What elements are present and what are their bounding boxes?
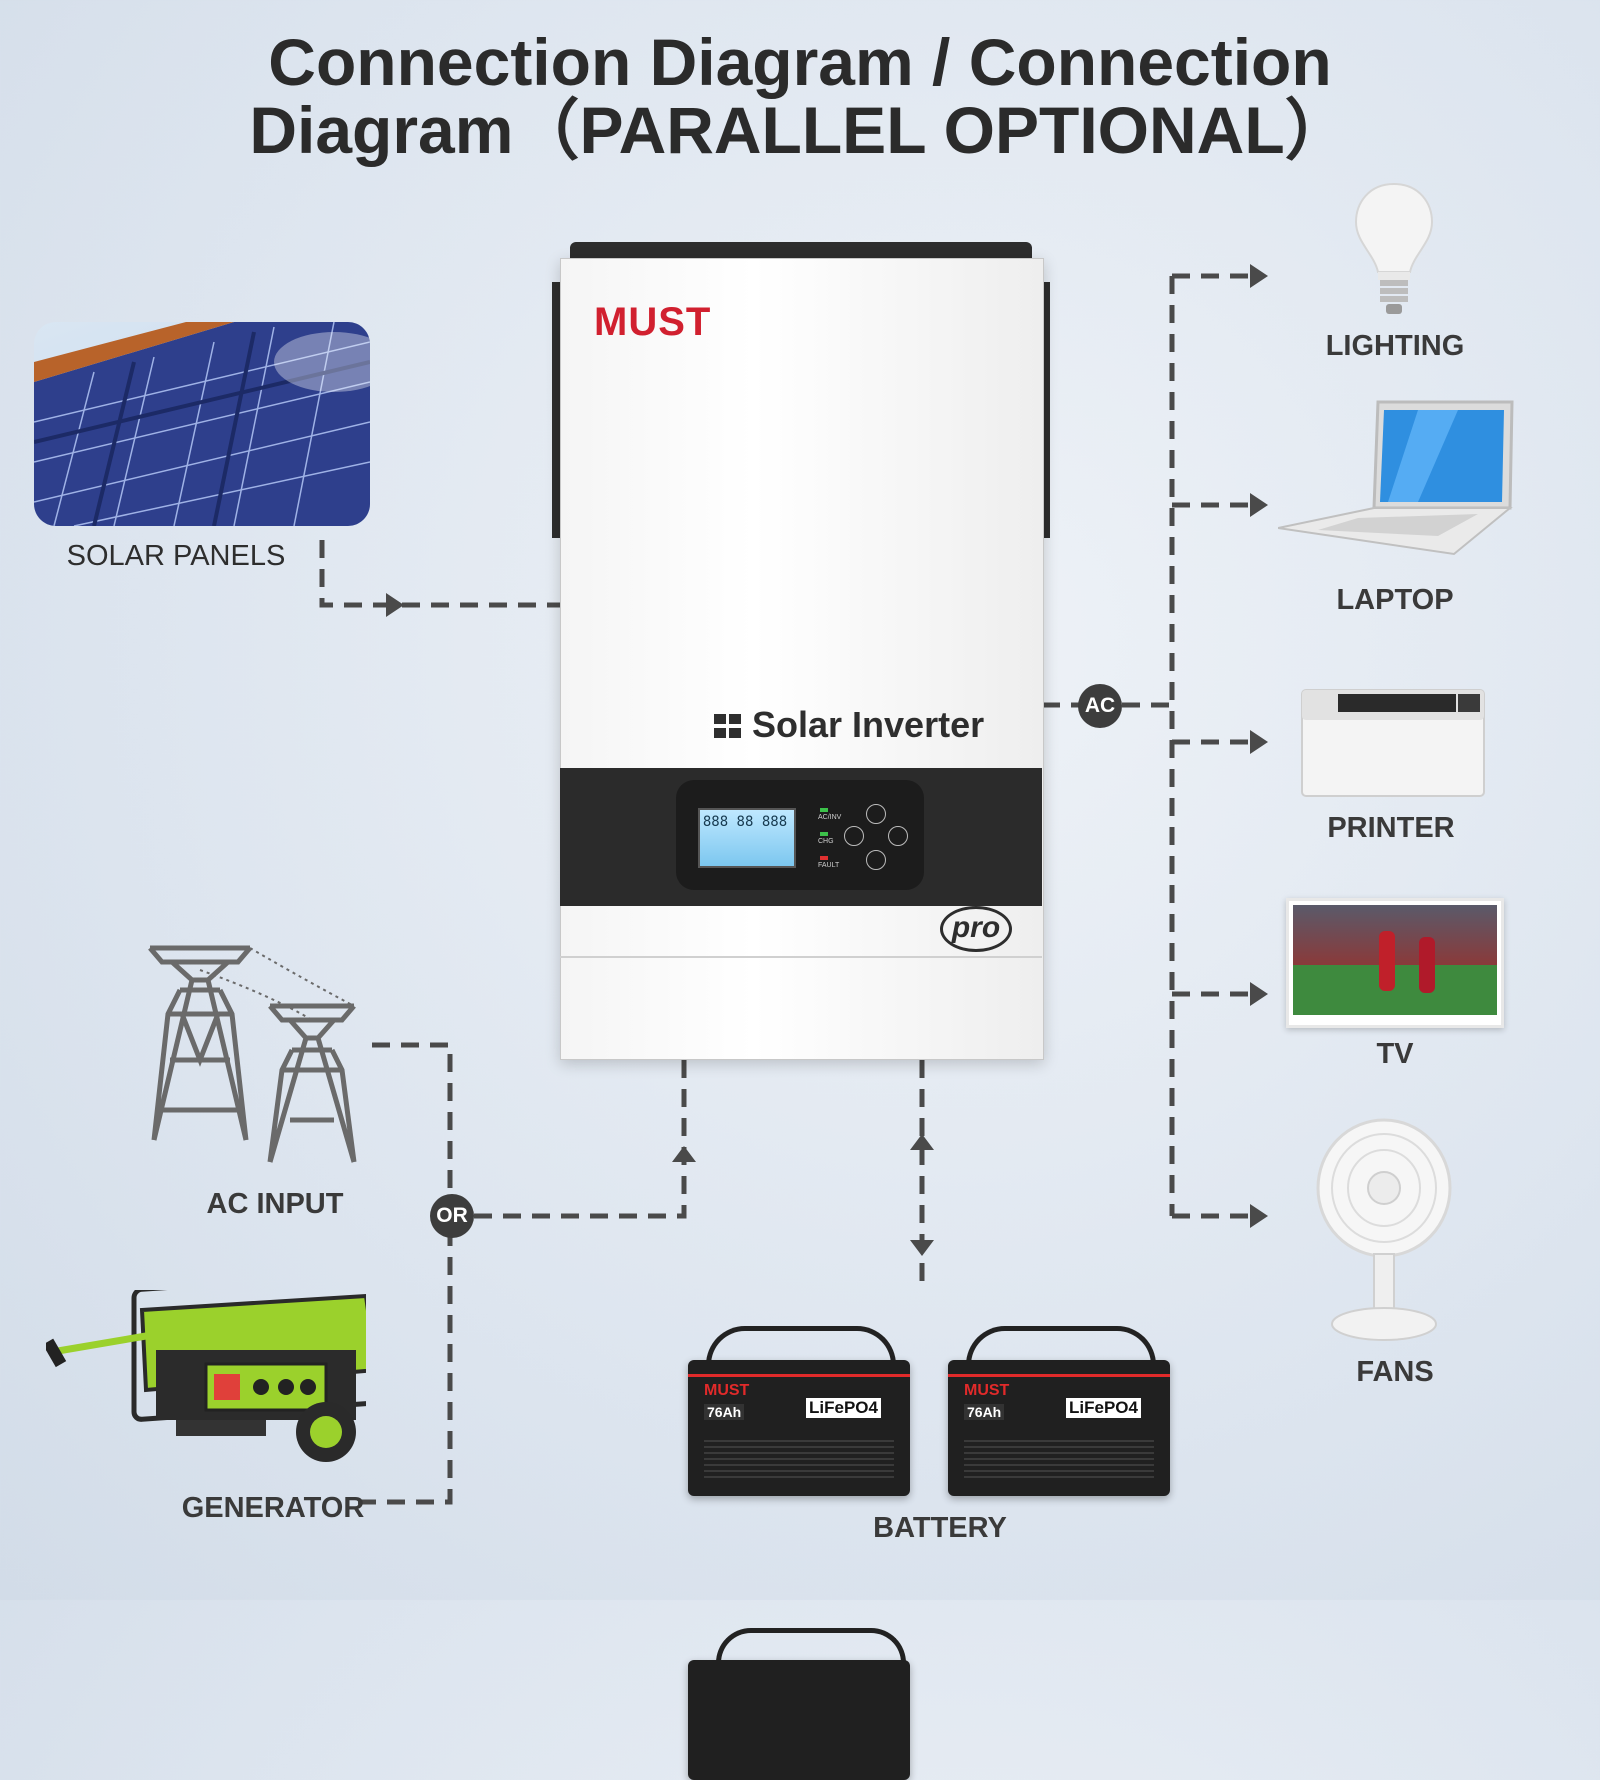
generator-icon [46, 1290, 366, 1462]
battery-1: MUST 76Ah LiFePO4 [688, 1326, 910, 1496]
arrow-grid-up [672, 1146, 696, 1162]
solar-panels-image [34, 322, 370, 526]
arrow-tv [1250, 982, 1268, 1006]
title-line-2: Diagram（PARALLEL OPTIONAL） [249, 93, 1351, 167]
lcd-screen [698, 808, 796, 868]
arrow-fans [1250, 1204, 1268, 1228]
battery-2-stripe [948, 1374, 1170, 1377]
enter-button[interactable] [888, 826, 908, 846]
title-line-1: Connection Diagram / Connection [268, 25, 1332, 99]
tv-screen-crowd [1293, 905, 1497, 965]
battery-2-capacity: 76Ah [964, 1404, 1005, 1420]
tv-icon [1286, 898, 1504, 1028]
led-fault [820, 856, 828, 860]
solar-panel-icon [34, 322, 370, 526]
arrow-battery-down [910, 1240, 934, 1256]
printer-icon [1301, 689, 1485, 797]
battery-1-brand: MUST [704, 1382, 750, 1399]
grid-to-inverter-link [474, 1060, 687, 1219]
solar-grid-icon [714, 714, 741, 738]
solar-link [319, 540, 566, 608]
battery-1-spec-text [704, 1440, 894, 1480]
load-label-lighting: LIGHTING [1325, 330, 1465, 362]
solar-panels-label: SOLAR PANELS [66, 540, 286, 572]
battery-2-spec-text [964, 1440, 1154, 1480]
led-chg [820, 832, 828, 836]
led-ac-inv [820, 808, 828, 812]
laptop-icon [1278, 400, 1514, 556]
led-label-ac-inv: AC/INV [818, 814, 842, 821]
load-label-tv: TV [1376, 1038, 1414, 1070]
up-button[interactable] [866, 804, 886, 824]
lightbulb-icon [1354, 182, 1434, 314]
inverter-brand-logo: MUST [594, 300, 712, 344]
battery-1-stripe [688, 1374, 910, 1377]
battery-2: MUST 76Ah LiFePO4 [948, 1326, 1170, 1496]
battery-unit-1 [688, 1660, 910, 1780]
led-label-chg: CHG [818, 838, 834, 845]
tv-player-2 [1419, 937, 1435, 993]
fan-icon [1316, 1118, 1452, 1341]
led-label-fault: FAULT [818, 862, 840, 869]
arrow-lighting [1250, 264, 1268, 288]
page-title: Connection Diagram / Connection Diagram（… [0, 28, 1600, 164]
inverter-bottom-divider [560, 956, 1042, 958]
arrow-battery-up [910, 1134, 934, 1150]
load-label-fans: FANS [1356, 1356, 1434, 1388]
lcd-readout: 888 88 888 [702, 814, 788, 830]
generator-label: GENERATOR [181, 1492, 365, 1524]
ac-badge: AC [1078, 684, 1122, 728]
battery-label: BATTERY [873, 1512, 1007, 1544]
battery-2-chemistry: LiFePO4 [1066, 1398, 1141, 1418]
power-tower-icon [148, 945, 357, 1163]
battery-2-brand: MUST [964, 1382, 1010, 1399]
down-button[interactable] [866, 850, 886, 870]
tv-screen-pitch [1293, 965, 1497, 1015]
arrow-solar [386, 593, 404, 617]
arrow-printer [1250, 730, 1268, 754]
ac-input-link [346, 1042, 453, 1505]
tv-player [1379, 931, 1395, 991]
load-label-laptop: LAPTOP [1336, 584, 1454, 616]
ac-input-label: AC INPUT [206, 1188, 344, 1220]
or-badge: OR [430, 1194, 474, 1238]
battery-handle-1 [716, 1628, 906, 1663]
load-label-printer: PRINTER [1327, 812, 1455, 844]
battery-1-capacity: 76Ah [704, 1404, 745, 1420]
battery-1-chemistry: LiFePO4 [806, 1398, 881, 1418]
connection-lines [319, 264, 1268, 1505]
arrow-laptop [1250, 493, 1268, 517]
esc-button[interactable] [844, 826, 864, 846]
pro-badge: pro [940, 906, 1012, 952]
inverter-product-name: Solar Inverter [752, 704, 985, 745]
